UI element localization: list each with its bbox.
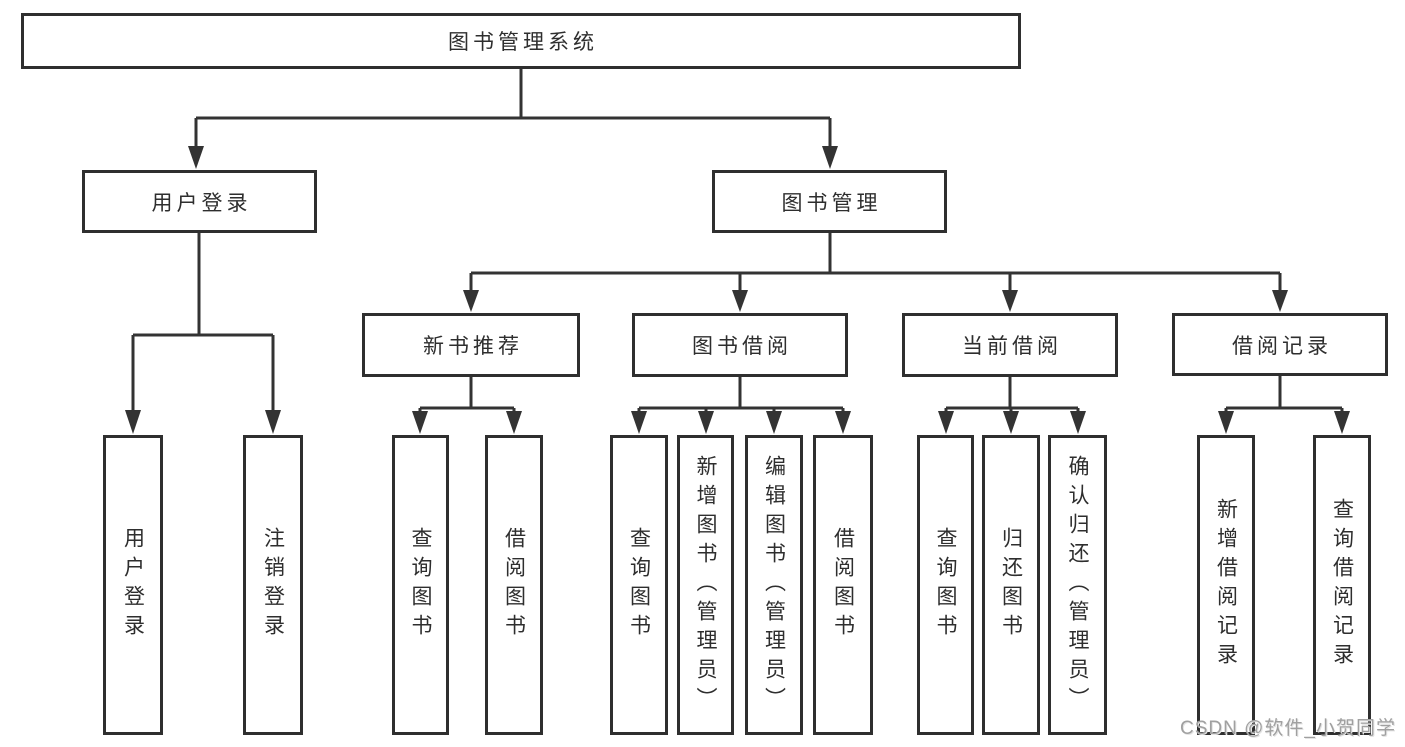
node-label: 图书借阅 <box>692 335 792 358</box>
connector-current-borrow-to-leaves <box>938 375 1086 434</box>
connector-borrow-records-to-leaves <box>1218 373 1350 434</box>
arrowhead <box>265 410 281 434</box>
leaf-add-book-admin: 新增图书（管理员） <box>677 435 734 735</box>
node-label: 注销登录 <box>261 527 285 643</box>
connector-user-login-to-leaves <box>125 231 281 434</box>
leaf-user-login: 用户登录 <box>103 435 163 735</box>
arrowhead <box>1070 411 1086 434</box>
leaf-borrow-books-recommend: 借阅图书 <box>485 435 543 735</box>
leaf-logout: 注销登录 <box>243 435 303 735</box>
node-label: 查询图书 <box>934 527 957 643</box>
node-label: 图书管理系统 <box>448 31 598 54</box>
node-label: 借阅图书 <box>502 527 526 643</box>
leaf-return-book: 归还图书 <box>982 435 1040 735</box>
node-label: 编辑图书（管理员） <box>762 454 786 716</box>
leaf-borrow-books: 借阅图书 <box>813 435 873 735</box>
arrowhead <box>732 290 748 312</box>
node-label: 查询图书 <box>627 527 651 643</box>
arrowhead <box>938 411 954 434</box>
node-label: 用户登录 <box>121 527 145 643</box>
leaf-add-borrow-record: 新增借阅记录 <box>1197 435 1255 735</box>
arrowhead <box>698 411 714 434</box>
arrowhead <box>766 411 782 434</box>
connector-root-to-level2 <box>188 66 838 169</box>
arrowhead <box>1334 411 1350 434</box>
arrowhead <box>835 411 851 434</box>
leaf-edit-book-admin: 编辑图书（管理员） <box>745 435 803 735</box>
arrowhead <box>125 410 141 434</box>
arrowhead <box>506 411 522 434</box>
node-label: 当前借阅 <box>962 335 1062 358</box>
node-label: 借阅图书 <box>831 527 855 643</box>
connector-book-borrow-to-leaves <box>631 375 851 434</box>
node-label: 查询图书 <box>409 527 432 643</box>
node-label: 借阅记录 <box>1232 334 1332 358</box>
arrowhead <box>463 290 479 312</box>
arrowhead <box>1002 290 1018 312</box>
arrowhead <box>1003 411 1019 434</box>
node-label: 新增借阅记录 <box>1214 498 1238 672</box>
node-label: 查询借阅记录 <box>1330 498 1354 672</box>
connector-new-books-to-leaves <box>412 375 522 434</box>
arrowhead <box>631 411 647 434</box>
node-user-login: 用户登录 <box>82 170 317 233</box>
leaf-query-books-current: 查询图书 <box>917 435 974 735</box>
node-new-book-recommend: 新书推荐 <box>362 313 580 377</box>
leaf-confirm-return-admin: 确认归还（管理员） <box>1048 435 1107 735</box>
node-book-management: 图书管理 <box>712 170 947 233</box>
node-root-system: 图书管理系统 <box>21 13 1021 69</box>
leaf-query-borrow-record: 查询借阅记录 <box>1313 435 1371 735</box>
connector-book-mgmt-to-level3 <box>463 231 1288 312</box>
node-borrow-records: 借阅记录 <box>1172 313 1388 376</box>
arrowhead <box>1272 290 1288 312</box>
arrowhead <box>188 146 204 169</box>
node-label: 用户登录 <box>151 191 252 215</box>
leaf-query-books-borrow: 查询图书 <box>610 435 668 735</box>
node-label: 确认归还（管理员） <box>1066 454 1089 716</box>
arrowhead <box>822 146 838 169</box>
leaf-query-books-recommend: 查询图书 <box>392 435 449 735</box>
node-label: 新增图书（管理员） <box>694 454 717 716</box>
node-label: 新书推荐 <box>423 335 523 358</box>
csdn-watermark: CSDN @软件_小贺同学 <box>1180 718 1396 739</box>
node-label: 归还图书 <box>999 527 1023 643</box>
node-label: 图书管理 <box>781 191 882 215</box>
arrowhead <box>1218 411 1234 434</box>
node-current-borrow: 当前借阅 <box>902 313 1118 377</box>
node-book-borrow: 图书借阅 <box>632 313 848 377</box>
arrowhead <box>412 411 428 434</box>
